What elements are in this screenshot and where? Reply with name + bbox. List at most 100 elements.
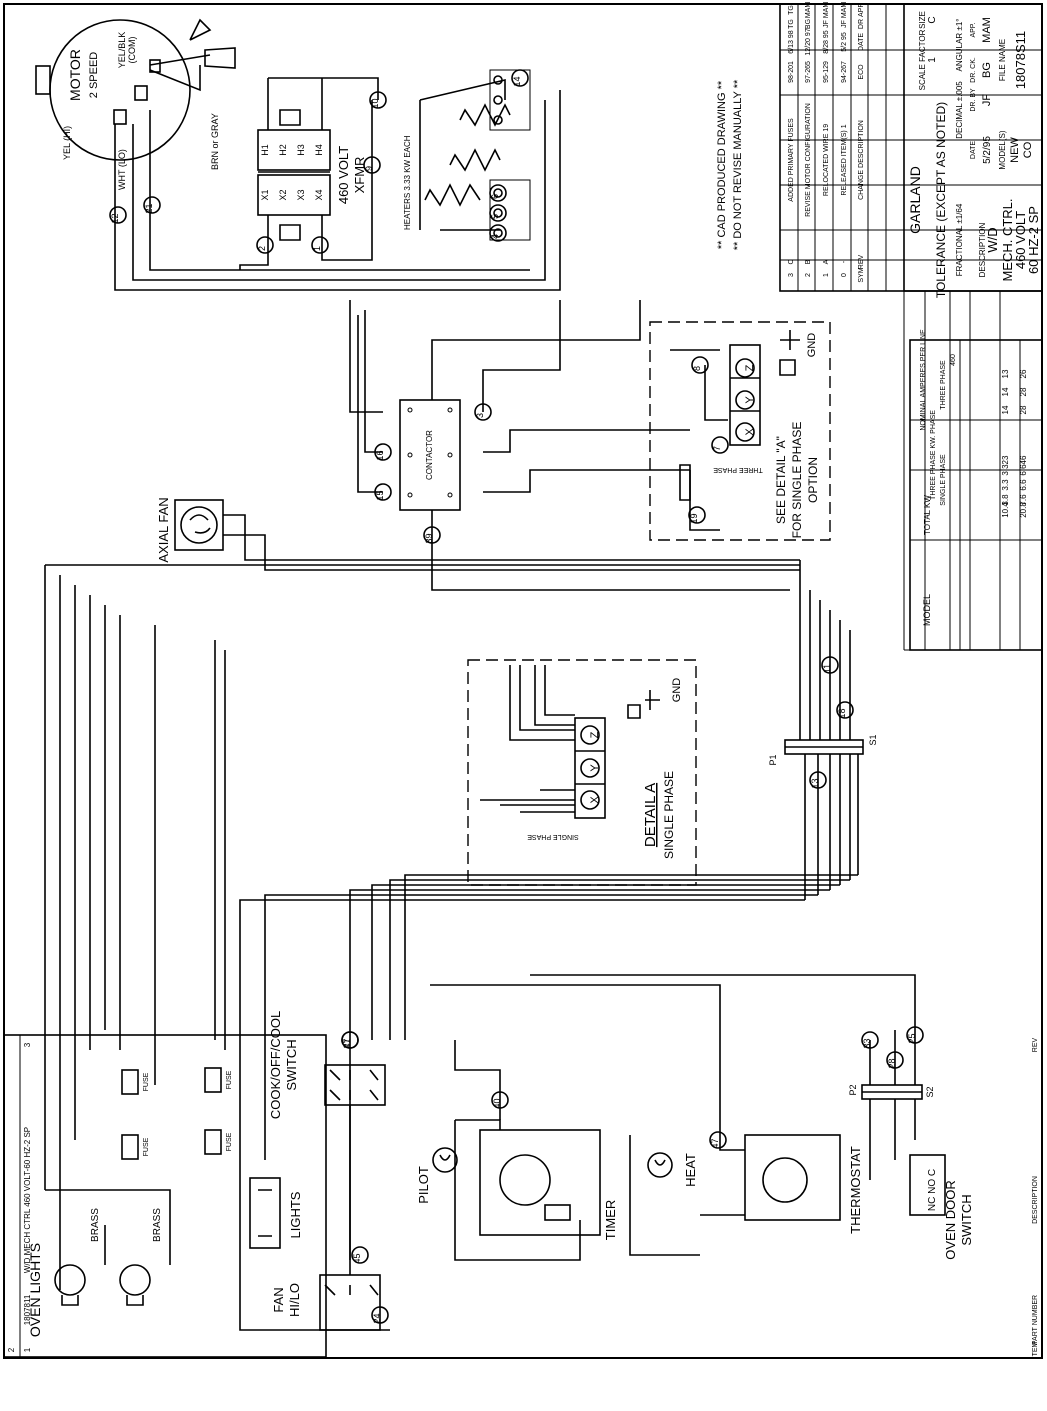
wire-number-balloon xyxy=(491,1091,509,1109)
detail-terminal-x: X xyxy=(589,796,601,804)
revision-desc: RELOCATED WIRE 19 xyxy=(823,124,830,196)
brass-label-1: BRASS xyxy=(90,1208,101,1242)
revision-app: APP xyxy=(858,3,865,17)
detail-terminal-y: Y xyxy=(589,764,601,772)
terminal-y: Y xyxy=(744,396,756,404)
wire-number-labels: 1234567891011121314151618192124252728333… xyxy=(109,69,924,1324)
dr-ck: BG xyxy=(981,62,993,78)
revision-rev: B xyxy=(805,259,812,264)
date-value: 5/2/95 xyxy=(982,136,993,164)
wire-number-balloon xyxy=(109,206,127,224)
timer-label: TIMER xyxy=(603,1200,618,1240)
yel-hi-label: YEL (HI) xyxy=(62,126,72,160)
revision-dr: BG xyxy=(805,19,812,29)
wire-number: 4 xyxy=(490,234,500,239)
wire-number: 3 xyxy=(475,413,485,418)
p2-label: P2 xyxy=(848,1084,858,1095)
terminal-x3: X3 xyxy=(296,189,306,200)
decimal-label: DECIMAL ±.005 xyxy=(955,81,964,139)
revision-date: 12/20 97 xyxy=(805,28,812,55)
thermostat: THERMOSTAT xyxy=(744,1134,863,1234)
com-label: (COM) xyxy=(127,37,137,64)
wire-number: 19 xyxy=(689,513,699,523)
amps-kw: 3.3 xyxy=(1001,464,1010,476)
wire-number-balloon xyxy=(474,403,492,421)
motor-speed-label: 2 SPEED xyxy=(88,52,100,99)
terminal-h4: H4 xyxy=(314,144,324,156)
lights-label: LIGHTS xyxy=(288,1191,303,1238)
heaters-label: HEATERS 3.33 KW EACH xyxy=(403,135,412,230)
wire-number-balloon xyxy=(311,236,329,254)
terminal-h3: H3 xyxy=(296,144,306,156)
amps-volt-header: 460 xyxy=(950,354,957,366)
wire-number-balloon xyxy=(709,1131,727,1149)
oven-lights: OVEN LIGHTS BRASS BRASS xyxy=(27,1208,163,1337)
wire-number: 2 xyxy=(257,246,267,251)
amps-total: 10.4 xyxy=(1001,502,1010,518)
scale-factor-label: SCALE FACTOR xyxy=(918,29,927,90)
fan-hi-lo-label: HI/LO xyxy=(287,1283,302,1317)
gnd-label: GND xyxy=(806,333,818,358)
three-phase-terminal-block: Z Y X GND THREE PHASE SEE DETAIL "A" FOR… xyxy=(649,321,831,541)
wire-number: 21 xyxy=(144,203,154,213)
wire-number-balloon xyxy=(711,436,729,454)
heat-indicator: HEAT xyxy=(647,1152,698,1187)
amps-total-kw-header: TOTAL KW xyxy=(923,495,932,535)
wht-lo-label: WHT (LO) xyxy=(117,149,127,190)
oven-door-label-2: SWITCH xyxy=(959,1194,974,1245)
revision-rev: REV xyxy=(858,254,865,269)
revision-app: TG xyxy=(788,5,795,15)
contactor: CONTACTOR xyxy=(399,399,461,511)
parts-header-desc: DESCRIPTION xyxy=(1032,1176,1039,1224)
parts-header-item: ITEM xyxy=(1032,1341,1039,1358)
motor: MOTOR 2 SPEED YEL/BLK (COM) YEL (HI) WHT… xyxy=(35,18,236,190)
terminal-z: Z xyxy=(744,364,756,371)
detail-terminal-z: Z xyxy=(589,731,601,738)
wire-number-balloon xyxy=(256,236,274,254)
xfmr-volt-label: 460 VOLT xyxy=(336,146,351,204)
cad-note-2: ** DO NOT REVISE MANUALLY ** xyxy=(732,79,744,250)
amps-three: 26 xyxy=(1019,369,1028,378)
wire-number: 15 xyxy=(375,490,385,500)
transformer: H1 H2 H3 H4 X1 X2 X3 X4 460 VOLT XFMR xyxy=(257,78,367,250)
wire-number: 9 xyxy=(364,166,374,171)
amps-single: 46 xyxy=(1019,455,1028,464)
wire-number: 41 xyxy=(342,1038,352,1048)
detail-a-subtitle: SINGLE PHASE xyxy=(662,771,676,859)
amps-three: 14 xyxy=(1001,405,1010,414)
see-detail-label: SEE DETAIL "A" xyxy=(774,436,788,524)
amps-single-phase-header: SINGLE PHASE xyxy=(940,454,947,506)
terminal-x: X xyxy=(744,428,756,436)
revision-sym: 3 xyxy=(788,273,795,277)
wire-number: 10 xyxy=(370,98,380,108)
wire-number-balloon xyxy=(489,224,507,242)
wire-number: 18 xyxy=(837,708,847,718)
pilot-label: PILOT xyxy=(416,1166,431,1204)
revision-eco: 97-265 xyxy=(805,61,812,83)
motor-label: MOTOR xyxy=(67,49,83,101)
revision-date: 6/13 98 xyxy=(788,30,795,53)
wire-number: 8 xyxy=(692,366,702,371)
oven-door-label: OVEN DOOR xyxy=(943,1180,958,1259)
wire-number: 47 xyxy=(710,1138,720,1148)
description-3: 460 VOLT xyxy=(1013,211,1028,269)
cad-note-1: ** CAD PRODUCED DRAWING ** xyxy=(716,80,728,249)
dr-ck-label: DR. CK. xyxy=(970,57,977,83)
brn-gray-label: BRN or GRAY xyxy=(210,113,220,170)
fuse-label-1: FUSE xyxy=(143,1072,150,1091)
p1-label: P1 xyxy=(768,754,778,765)
wire-number-balloon xyxy=(489,184,507,202)
revision-rev: - xyxy=(841,260,848,263)
amps-three: 28 xyxy=(1019,405,1028,414)
parts-header-part: PART NUMBER xyxy=(1032,1295,1039,1345)
app-label: APP. xyxy=(970,22,977,37)
axial-fan-label: AXIAL FAN xyxy=(156,497,171,562)
terminal-x1: X1 xyxy=(260,189,270,200)
wire-number: 25 xyxy=(907,1033,917,1043)
amps-kw: 7.6 xyxy=(1019,494,1028,506)
three-phase-label: THREE PHASE xyxy=(713,466,763,473)
revision-desc: ADDED PRIMARY FUSES xyxy=(788,118,795,202)
